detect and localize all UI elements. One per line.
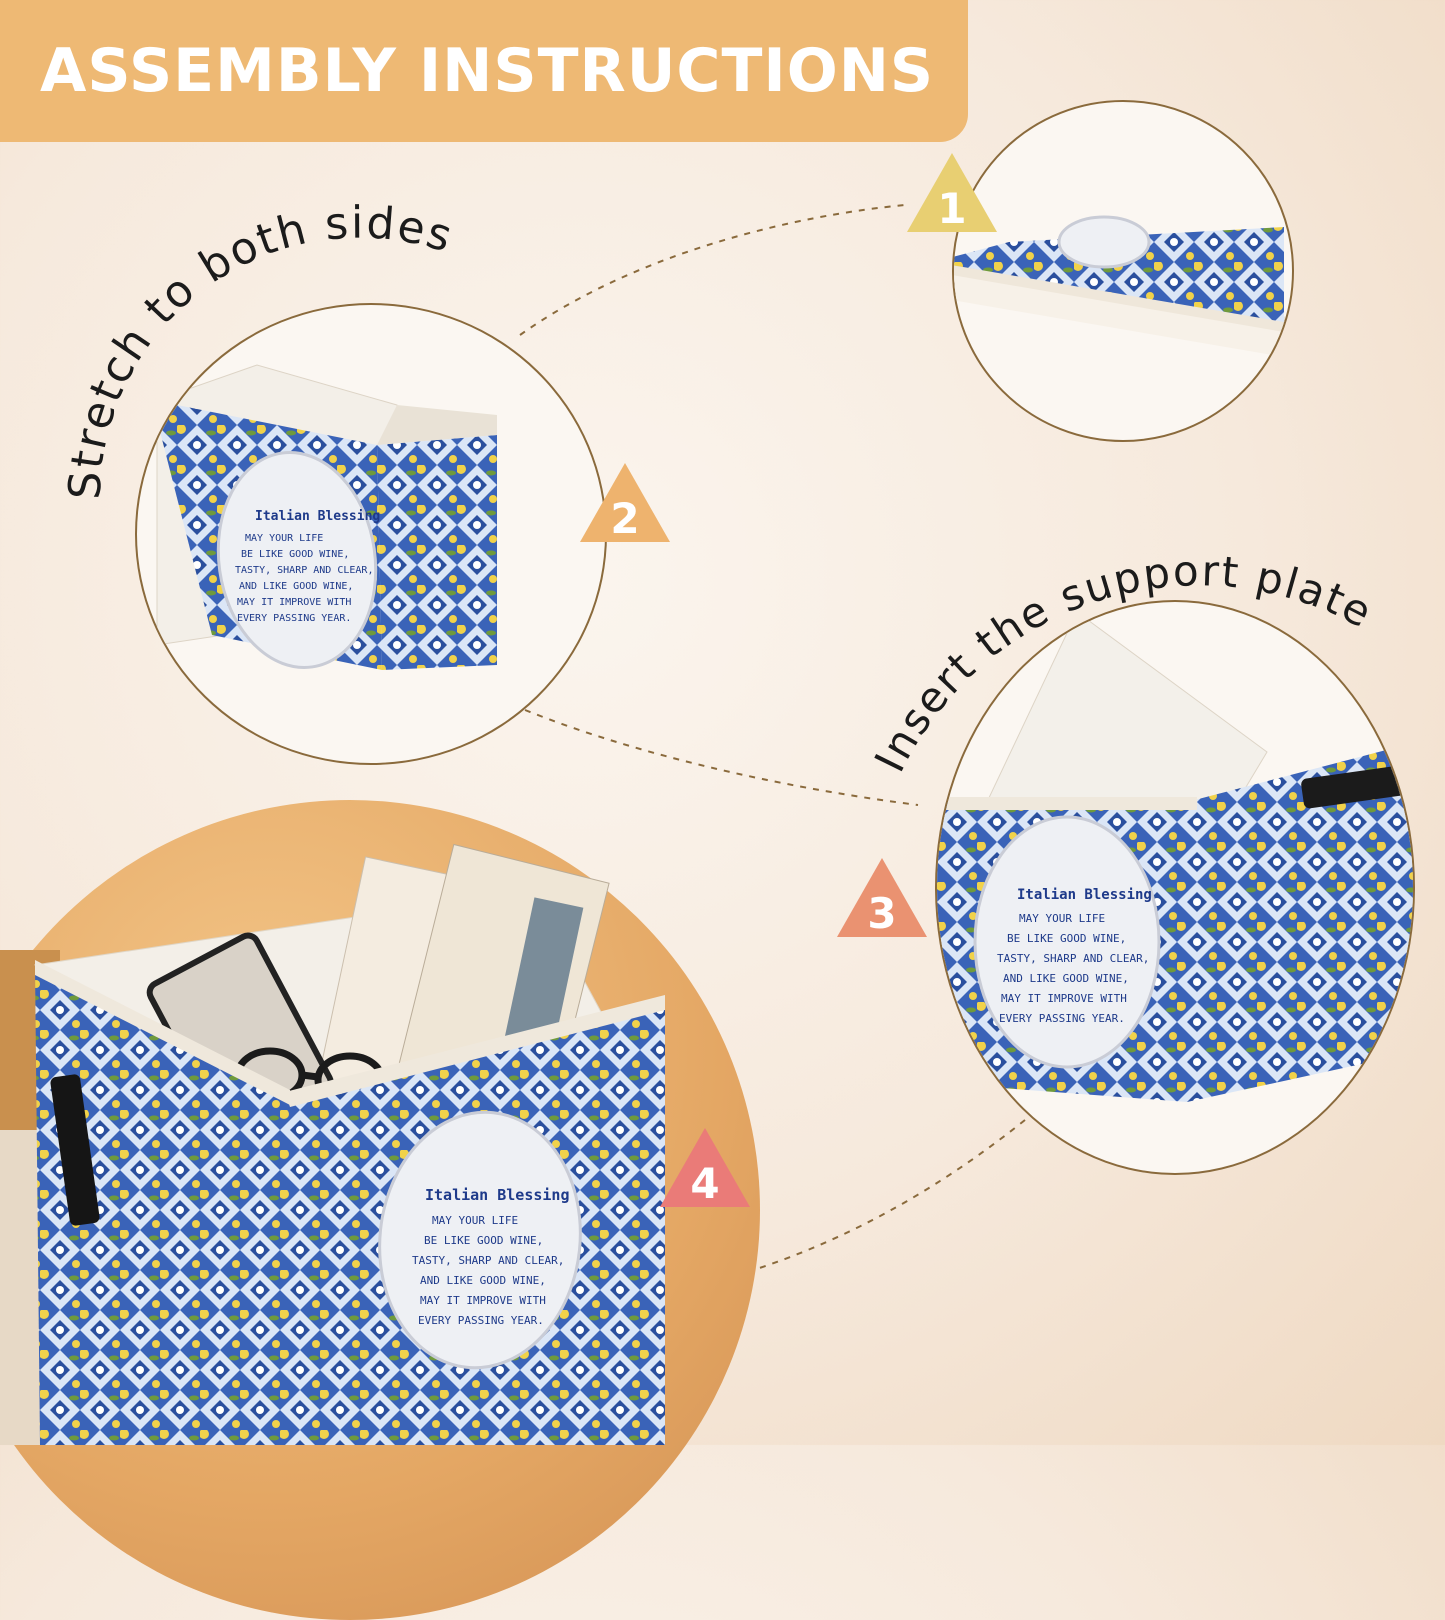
step-3-label-line-1: MAY YOUR LIFE	[1019, 912, 1105, 925]
connector-2-3	[524, 709, 919, 806]
caption-stretch-text: Stretch to both sides	[60, 197, 458, 500]
step-3-label-line-4: AND LIKE GOOD WINE,	[1003, 972, 1129, 985]
step-3-label-line-5: MAY IT IMPROVE WITH	[1001, 992, 1127, 1005]
step-2-marker: 2	[580, 463, 670, 543]
title-banner: ASSEMBLY INSTRUCTIONS	[0, 0, 968, 142]
step-2-triangle-icon	[580, 463, 670, 542]
step-2-number: 2	[610, 494, 639, 543]
step-3-label-line-3: TASTY, SHARP AND CLEAR,	[997, 952, 1149, 965]
box-handle-icon	[50, 1074, 100, 1226]
step-4-number: 4	[690, 1159, 719, 1208]
step-4-label-line-4: AND LIKE GOOD WINE,	[420, 1274, 546, 1287]
step-1-triangle-icon	[907, 153, 997, 232]
page-title: ASSEMBLY INSTRUCTIONS	[40, 36, 935, 106]
step-2-label-line-2: BE LIKE GOOD WINE,	[241, 549, 349, 560]
step-4-marker: 4	[660, 1128, 750, 1208]
step-2-label-line-4: AND LIKE GOOD WINE,	[239, 581, 353, 592]
step-2-image: Italian Blessing MAY YOUR LIFE BE LIKE G…	[135, 303, 607, 765]
step-4-box-image: Italian Blessing MAY YOUR LIFE BE LIKE G…	[0, 843, 666, 1445]
step-2-label-line-3: TASTY, SHARP AND CLEAR,	[235, 565, 373, 576]
step-3-number: 3	[867, 889, 896, 938]
step-1-marker: 1	[907, 153, 997, 233]
step-2-label-title: Italian Blessing	[255, 509, 380, 524]
step-1-number: 1	[937, 184, 966, 233]
step-4-label-line-6: EVERY PASSING YEAR.	[418, 1314, 544, 1327]
step-2-label-line-5: MAY IT IMPROVE WITH	[237, 597, 351, 608]
step-4-label-line-1: MAY YOUR LIFE	[432, 1214, 518, 1227]
connector-1-2	[519, 204, 906, 336]
step-4-label-title: Italian Blessing	[425, 1186, 570, 1204]
step-4-triangle-icon	[660, 1128, 750, 1207]
step-3-triangle-icon	[837, 858, 927, 937]
step-3-image: Italian Blessing MAY YOUR LIFE BE LIKE G…	[935, 600, 1415, 1175]
connector-lines	[519, 204, 1026, 1296]
svg-text:Insert the support plate: Insert the support plate	[865, 546, 1381, 779]
step-2-label-line-1: MAY YOUR LIFE	[245, 533, 323, 544]
step-3-label-line-6: EVERY PASSING YEAR.	[999, 1012, 1125, 1025]
box-handle-icon	[1301, 765, 1408, 809]
step-3-label-title: Italian Blessing	[1017, 887, 1152, 903]
step-2-label-line-6: EVERY PASSING YEAR.	[237, 613, 351, 624]
step-4-label-line-3: TASTY, SHARP AND CLEAR,	[412, 1254, 564, 1267]
step-4-label-line-2: BE LIKE GOOD WINE,	[424, 1234, 543, 1247]
svg-text:Stretch to both sides: Stretch to both sides	[60, 197, 460, 500]
step-4-label-line-5: MAY IT IMPROVE WITH	[420, 1294, 546, 1307]
step-3-marker: 3	[837, 858, 927, 938]
caption-insert-text: Insert the support plate	[865, 546, 1379, 779]
step-3-label-line-2: BE LIKE GOOD WINE,	[1007, 932, 1126, 945]
step-1-image	[952, 100, 1294, 442]
caption-stretch: Stretch to both sides	[60, 197, 460, 500]
caption-insert: Insert the support plate	[865, 546, 1381, 779]
